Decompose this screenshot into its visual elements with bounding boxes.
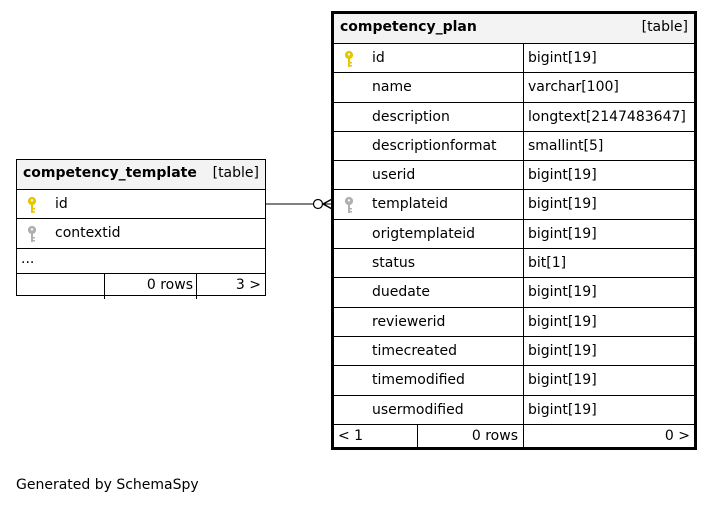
children-count[interactable]: 3 > bbox=[235, 276, 261, 293]
generated-by-label: Generated by SchemaSpy bbox=[16, 477, 199, 493]
column-row-userid[interactable]: userid bigint[19] bbox=[334, 161, 694, 191]
table-footer: 0 rows 3 > bbox=[17, 273, 265, 299]
column-row-contextid[interactable]: contextid bbox=[17, 219, 265, 249]
column-type: bigint[19] bbox=[528, 284, 597, 301]
row-count: 0 rows bbox=[471, 427, 518, 444]
column-name: timemodified bbox=[372, 372, 465, 389]
table-footer: < 1 0 rows 0 > bbox=[334, 424, 694, 450]
column-name: description bbox=[372, 108, 450, 125]
column-type: bigint[19] bbox=[528, 167, 597, 184]
column-row-timemodified[interactable]: timemodified bigint[19] bbox=[334, 366, 694, 396]
column-name: templateid bbox=[372, 196, 448, 213]
column-name: contextid bbox=[55, 225, 121, 242]
column-type: bit[1] bbox=[528, 255, 567, 272]
table-competency-plan[interactable]: competency_plan [table] id bigint[19] name… bbox=[331, 11, 697, 450]
column-type: bigint[19] bbox=[528, 50, 597, 66]
column-type: bigint[19] bbox=[528, 313, 597, 330]
column-name: origtemplateid bbox=[372, 225, 476, 242]
column-name: userid bbox=[372, 167, 416, 184]
table-type-label: [table] bbox=[212, 165, 259, 181]
table-type-label: [table] bbox=[641, 19, 688, 35]
table-header: competency_plan [table] bbox=[334, 14, 694, 44]
column-name: name bbox=[372, 79, 412, 96]
column-row-reviewerid[interactable]: reviewerid bigint[19] bbox=[334, 307, 694, 337]
column-row-description[interactable]: description longtext[2147483647] bbox=[334, 102, 694, 132]
column-name: id bbox=[372, 50, 385, 66]
column-row-id[interactable]: id bbox=[17, 190, 265, 220]
column-row-id[interactable]: id bigint[19] bbox=[334, 44, 694, 74]
column-name: descriptionformat bbox=[372, 137, 497, 154]
column-row-duedate[interactable]: duedate bigint[19] bbox=[334, 278, 694, 308]
primary-key-icon bbox=[344, 50, 354, 67]
row-count: 0 rows bbox=[146, 276, 193, 293]
column-name: usermodified bbox=[372, 401, 464, 418]
more-columns-row: ... bbox=[17, 249, 265, 274]
column-type: bigint[19] bbox=[528, 372, 597, 389]
column-name: duedate bbox=[372, 284, 430, 301]
column-type: bigint[19] bbox=[528, 342, 597, 359]
column-type: bigint[19] bbox=[528, 225, 597, 242]
column-row-descriptionformat[interactable]: descriptionformat smallint[5] bbox=[334, 131, 694, 162]
column-row-timecreated[interactable]: timecreated bigint[19] bbox=[334, 336, 694, 367]
column-type: smallint[5] bbox=[528, 137, 604, 154]
column-row-status[interactable]: status bit[1] bbox=[334, 249, 694, 279]
column-name: status bbox=[372, 255, 416, 272]
column-row-templateid[interactable]: templateid bigint[19] bbox=[334, 190, 694, 220]
zero-marker bbox=[312, 198, 324, 210]
primary-key-icon bbox=[27, 196, 37, 213]
column-row-name[interactable]: name varchar[100] bbox=[334, 73, 694, 103]
parents-count[interactable]: < 1 bbox=[338, 427, 364, 444]
column-row-usermodified[interactable]: usermodified bigint[19] bbox=[334, 395, 694, 425]
column-type: longtext[2147483647] bbox=[528, 108, 686, 125]
children-count[interactable]: 0 > bbox=[664, 427, 690, 444]
table-name[interactable]: competency_template bbox=[23, 165, 197, 181]
column-row-origtemplateid[interactable]: origtemplateid bigint[19] bbox=[334, 219, 694, 250]
table-header: competency_template [table] bbox=[17, 160, 265, 190]
column-type: bigint[19] bbox=[528, 196, 597, 213]
column-name: timecreated bbox=[372, 342, 457, 359]
foreign-key-icon bbox=[344, 197, 354, 214]
table-name[interactable]: competency_plan bbox=[340, 19, 477, 35]
column-type: bigint[19] bbox=[528, 401, 597, 418]
more-columns-ellipsis: ... bbox=[21, 250, 35, 267]
column-name: id bbox=[55, 196, 68, 212]
foreign-key-icon bbox=[27, 226, 37, 243]
column-name: reviewerid bbox=[372, 313, 446, 330]
column-type: varchar[100] bbox=[528, 79, 619, 96]
